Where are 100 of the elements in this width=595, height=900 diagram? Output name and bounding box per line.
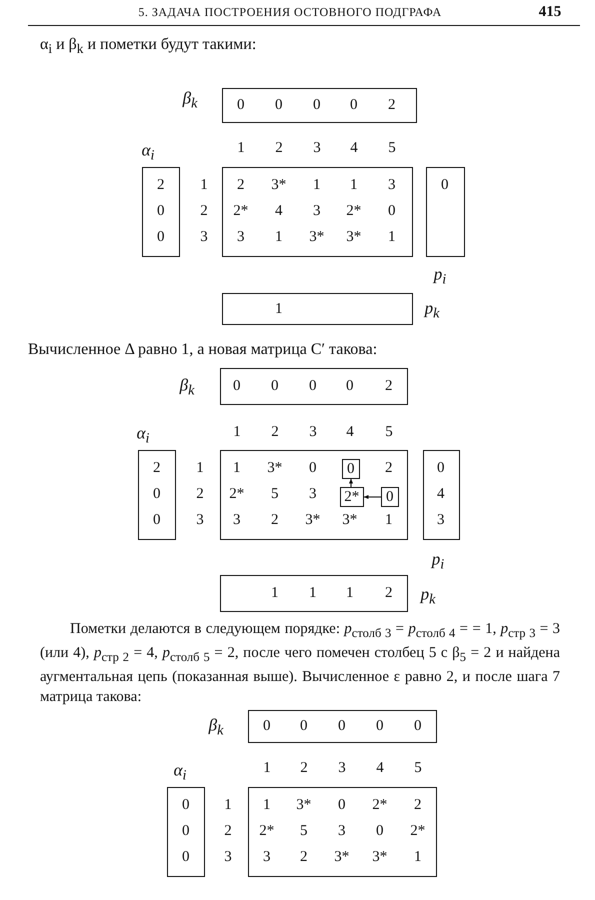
matrix-value: 1 (350, 176, 358, 194)
matrix-value: 1 (346, 584, 354, 602)
matrix-value: 0 (388, 202, 396, 220)
matrix-value: 3* (309, 228, 324, 246)
matrix-value: 0 (308, 458, 316, 477)
column-number: 1 (263, 759, 271, 777)
matrix-value: 0 (376, 822, 384, 840)
matrix-value: 2 (300, 848, 308, 866)
vector-box (248, 710, 437, 743)
matrix-value: 2* (229, 484, 244, 503)
matrix-value: 2 (384, 584, 392, 602)
matrix-value: 3 (308, 484, 316, 503)
matrix-value: 0 (312, 96, 320, 114)
matrix-value: 2 (384, 458, 392, 477)
matrix-value: 3 (436, 510, 444, 529)
symbol-label: α$_{i}$ (142, 140, 154, 166)
row-number: 1 (196, 459, 204, 477)
matrix-value: 0 (338, 796, 346, 814)
matrix-value: 0 (182, 796, 190, 814)
matrix-value: 1 (388, 228, 396, 246)
matrix-value: 0 (232, 376, 240, 395)
column-number: 5 (385, 423, 393, 441)
column-number: 3 (309, 423, 317, 441)
symbol-label: α$_{i}$ (136, 423, 150, 449)
matrix-value: 2* (233, 202, 248, 220)
matrix-value: 4 (274, 202, 282, 220)
matrix-value: 2 (236, 176, 244, 194)
row-number: 2 (224, 822, 232, 840)
arrow (348, 478, 354, 488)
page-number: 415 (538, 3, 562, 21)
symbol-label: β$_{k}$ (182, 88, 198, 114)
matrix-value: 4 (436, 484, 444, 503)
marked-cell (381, 487, 399, 507)
column-number: 2 (271, 423, 279, 441)
matrix-value: 3* (346, 228, 362, 246)
column-number: 1 (237, 139, 245, 157)
matrix-value: 0 (182, 848, 190, 866)
running-header: 5. ЗАДАЧА ПОСТРОЕНИЯ ОСТОВНОГО ПОДГРАФА (138, 4, 442, 21)
matrix-value: 0 (182, 822, 190, 840)
marked-cell (340, 487, 364, 507)
matrix-value: 0 (376, 716, 384, 735)
matrix-value: 2 (152, 458, 160, 477)
matrix-value: 1 (308, 584, 316, 602)
vector-box (220, 368, 408, 405)
matrix-value: 3* (342, 510, 358, 529)
matrix-value: 2* (344, 488, 360, 506)
matrix-value: 0 (152, 484, 160, 503)
matrix-value: 0 (262, 716, 270, 735)
matrix-value: 0 (350, 96, 358, 114)
matrix-value: 2* (372, 796, 388, 814)
matrix-value: 0 (308, 376, 316, 395)
symbol-label: p$_{i}$ (432, 549, 444, 575)
column-number: 5 (414, 759, 422, 777)
matrix-value: 5 (300, 822, 308, 840)
symbol-label: p$_{k}$ (424, 298, 440, 324)
matrix-value: 1 (274, 300, 282, 318)
matrix-value: 2* (259, 822, 274, 840)
matrix-value: 1 (384, 510, 392, 529)
column-number: 2 (275, 139, 283, 157)
column-number: 3 (338, 759, 346, 777)
column-number: 4 (376, 759, 384, 777)
matrix-box (220, 450, 408, 540)
matrix-value: 0 (156, 202, 164, 220)
vector-box (423, 450, 460, 540)
matrix-value: 0 (274, 96, 282, 114)
matrix-box (248, 787, 437, 877)
matrix-value: 0 (436, 458, 444, 477)
matrix-value: 2* (346, 202, 362, 220)
matrix-value: 3* (305, 510, 320, 529)
matrix-value: 1 (232, 458, 240, 477)
matrix-value: 3* (267, 458, 282, 477)
row-number: 2 (200, 202, 208, 220)
vector-box (426, 167, 465, 257)
matrix-value: 2 (414, 796, 422, 814)
vector-box (220, 575, 408, 612)
matrix-value: 1 (274, 228, 282, 246)
column-number: 2 (300, 759, 308, 777)
matrix-value: 2 (270, 510, 278, 529)
matrix-value: 3 (388, 176, 396, 194)
matrix-value: 2 (384, 376, 392, 395)
intro-text: α$_{i}$ и β$_{k}$ и пометки будут такими: (40, 35, 256, 58)
paragraph: Пометки делаются в следующем порядке: p$_{столб 3}$ = p$_{столб 4}$ = = 1, p$_{стр 3}$ = 3 (или 4), p$_{стр 2}$ = 4, p$_{столб 5}$ = 2, после чего помечен столбец 5 с β$_{5}$ = 2 и найдена аугментальная цепь (показанная выше). Вычисленное ε равно 2, и после шага 7 матрица такова: (40, 620, 560, 707)
sentence-text: Вычисленное Δ равно 1, а новая матрица C′ такова: (28, 340, 378, 360)
matrix-box (222, 167, 413, 257)
row-number: 1 (224, 796, 232, 814)
matrix-value: 0 (152, 510, 160, 529)
matrix-value: 3* (372, 848, 388, 866)
matrix-value: 0 (156, 228, 164, 246)
matrix-value: 2 (156, 176, 164, 194)
row-number: 3 (200, 228, 208, 246)
column-number: 3 (313, 139, 321, 157)
matrix-value: 2* (410, 822, 426, 840)
symbol-label: α$_{i}$ (174, 760, 186, 786)
matrix-value: 3 (232, 510, 240, 529)
column-number: 5 (388, 139, 396, 157)
matrix-value: 0 (270, 376, 278, 395)
vector-box (222, 88, 417, 123)
column-number: 1 (233, 423, 241, 441)
matrix-value: 0 (300, 716, 308, 735)
matrix-value: 0 (414, 716, 422, 735)
